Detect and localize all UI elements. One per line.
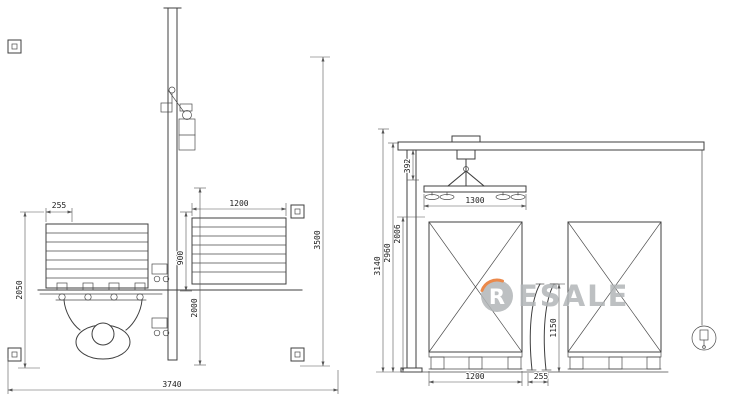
pendant-control	[691, 325, 717, 351]
dim-2006: 2006	[392, 216, 425, 373]
operator-head	[91, 322, 115, 346]
mast	[163, 7, 182, 361]
detail-balloon	[691, 325, 717, 351]
dim-label-1150: 1150	[549, 318, 558, 337]
suction-pads	[424, 191, 526, 200]
hoist-trolley	[451, 135, 481, 172]
bench-left	[45, 223, 149, 289]
gantry-beam	[397, 141, 705, 151]
dim-3500: 3500	[300, 56, 330, 367]
dim-2050: 2050	[14, 211, 44, 369]
dim-label-3140: 3140	[373, 256, 382, 275]
right-view: 1300 392 2006 2960 3140 1150	[372, 128, 717, 386]
frame-post-mid-right	[290, 204, 305, 219]
dim-1200-right: 1200	[428, 371, 523, 386]
dim-label-3500: 3500	[313, 230, 322, 249]
watermark-badge	[481, 280, 513, 312]
dim-900: 900	[175, 211, 192, 292]
vacuum-lifter	[423, 170, 527, 200]
dim-label-255-right: 255	[534, 372, 549, 381]
frame-post-bottom-right	[290, 347, 305, 362]
mast-clamp-upper	[151, 263, 170, 283]
dim-label-1200-right: 1200	[465, 372, 484, 381]
resale-watermark: R ESALE	[480, 278, 629, 313]
watermark-accent-arc	[480, 278, 504, 292]
watermark-wordmark: ESALE	[518, 279, 629, 313]
dim-label-2960: 2960	[383, 243, 392, 262]
dim-392: 392	[402, 149, 419, 181]
dim-label-255-left: 255	[52, 201, 67, 210]
mast-hoist-unit	[160, 86, 196, 151]
dim-2000: 2000	[189, 187, 206, 366]
lifter-spreader-bar	[423, 185, 527, 193]
dim-label-3740: 3740	[162, 380, 181, 389]
gantry-column	[400, 149, 423, 373]
dim-255-left: 255	[45, 200, 73, 222]
dim-label-1200-left: 1200	[229, 199, 248, 208]
frame-post-top-left	[7, 39, 22, 54]
hoist-motor	[178, 118, 196, 151]
dim-label-2006: 2006	[393, 224, 402, 243]
frame-post-bottom-left	[7, 347, 22, 362]
rail-clamps	[56, 282, 146, 301]
pallet-left	[428, 351, 523, 370]
dim-2960: 2960	[382, 142, 399, 373]
dim-label-900: 900	[176, 251, 185, 266]
dim-1200-left: 1200	[191, 198, 287, 216]
left-view: 255 1200 2050 900 2000	[7, 7, 339, 394]
dim-3740: 3740	[7, 358, 339, 394]
dim-1150: 1150	[548, 283, 565, 373]
operator-figure	[63, 299, 143, 360]
dim-255-right: 255	[527, 371, 550, 386]
mast-clamp-lower	[151, 317, 170, 337]
column-base-plate	[400, 367, 423, 373]
bench-right	[191, 217, 287, 285]
dim-1300: 1300	[423, 194, 527, 210]
dim-label-2000: 2000	[190, 298, 199, 317]
pallet-right	[567, 351, 662, 370]
dim-label-392: 392	[403, 159, 412, 174]
dim-label-1300: 1300	[465, 196, 484, 205]
dim-3140: 3140	[372, 128, 402, 373]
watermark-letter: R	[489, 285, 505, 309]
curved-part	[526, 283, 559, 371]
slide-rail	[37, 289, 303, 301]
dim-label-2050: 2050	[15, 280, 24, 299]
